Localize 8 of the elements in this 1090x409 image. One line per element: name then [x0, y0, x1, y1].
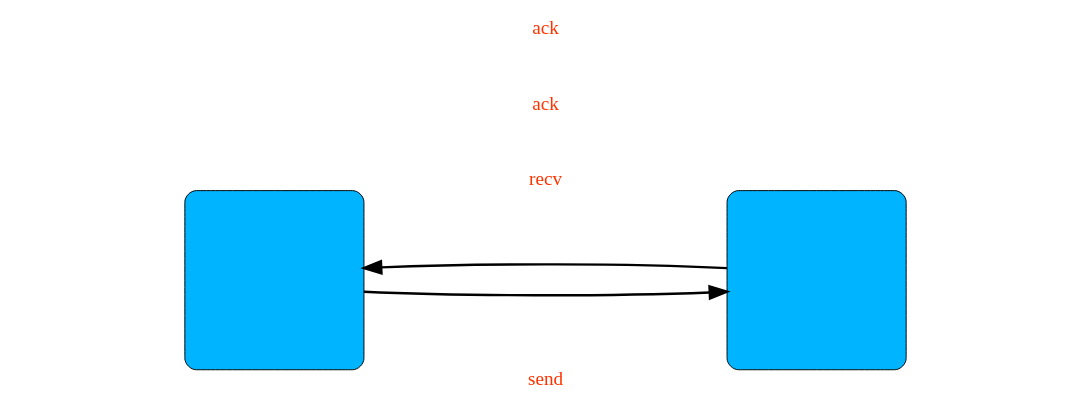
node-box: [726, 190, 907, 371]
label: recv: [528, 168, 562, 190]
label: ack: [531, 92, 559, 114]
label: ack: [531, 16, 559, 38]
arrow: [363, 284, 731, 301]
arrow: [359, 259, 727, 275]
label: send: [527, 367, 563, 389]
node-box: [183, 190, 364, 371]
